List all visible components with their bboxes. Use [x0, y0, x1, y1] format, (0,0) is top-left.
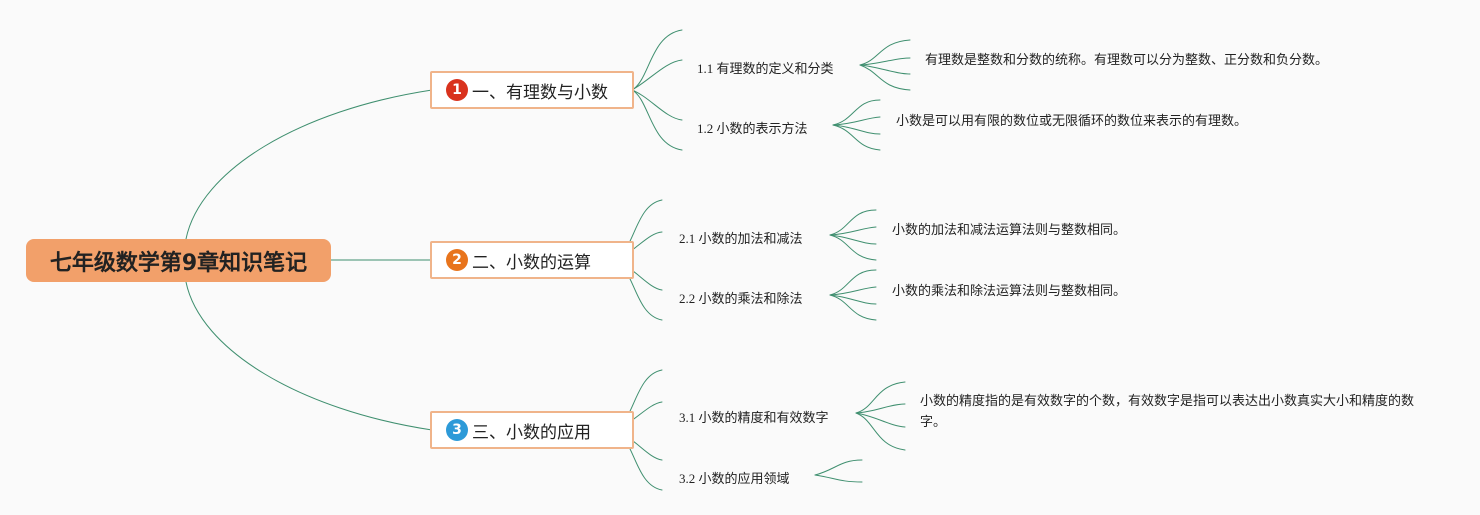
subtopic-2-2[interactable]: 2.2 小数的乘法和除法 [679, 291, 803, 306]
note-3-1[interactable]: 小数的精度指的是有效数字的个数，有效数字是指可以表达出小数真实大小和精度的数字。 [920, 394, 1415, 430]
subtopic-1-2[interactable]: 1.2 小数的表示方法 [697, 121, 808, 136]
note-2-2[interactable]: 小数的乘法和除法运算法则与整数相同。 [892, 284, 1127, 299]
branch-2-title: 二、小数的运算 [472, 252, 591, 273]
branch-1-title: 一、有理数与小数 [472, 82, 608, 103]
note-1-2[interactable]: 小数是可以用有限的数位或无限循环的数位来表示的有理数。 [896, 114, 1248, 129]
branch-3-title: 三、小数的应用 [472, 422, 591, 443]
root-topic[interactable]: 七年级数学第9章知识笔记 [26, 239, 331, 282]
number-badge-1: 1 [446, 79, 468, 101]
subtopic-3-2[interactable]: 3.2 小数的应用领域 [679, 471, 790, 486]
number-badge-3: 3 [446, 419, 468, 441]
subtopic-2-1[interactable]: 2.1 小数的加法和减法 [679, 231, 803, 246]
note-2-1[interactable]: 小数的加法和减法运算法则与整数相同。 [892, 223, 1127, 238]
note-1-1[interactable]: 有理数是整数和分数的统称。有理数可以分为整数、正分数和负分数。 [925, 53, 1329, 68]
branch-1[interactable]: 1 一、有理数与小数 [430, 71, 634, 109]
subtopic-1-1[interactable]: 1.1 有理数的定义和分类 [697, 61, 834, 76]
number-badge-2: 2 [446, 249, 468, 271]
branch-2[interactable]: 2 二、小数的运算 [430, 241, 634, 279]
branch-3[interactable]: 3 三、小数的应用 [430, 411, 634, 449]
subtopic-3-1[interactable]: 3.1 小数的精度和有效数字 [679, 410, 829, 425]
root-title: 七年级数学第9章知识笔记 [49, 250, 308, 276]
